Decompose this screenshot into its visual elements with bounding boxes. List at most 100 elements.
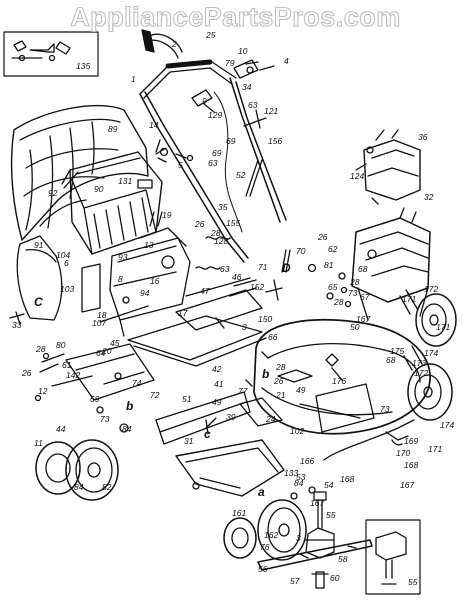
- part-label-12: 12: [38, 386, 48, 396]
- part-label-55-2: 55: [408, 577, 418, 587]
- rear-bracket: [109, 211, 191, 337]
- part-label-91: 91: [34, 240, 44, 250]
- part-label-9: 9: [202, 96, 207, 106]
- left-front-bracket: [39, 343, 155, 401]
- engine-lower: [351, 207, 431, 321]
- part-label-152: 152: [250, 282, 264, 292]
- part-label-6: 6: [64, 258, 69, 268]
- part-label-92: 92: [48, 188, 58, 198]
- part-label-64: 64: [96, 348, 106, 358]
- part-label-49-2: 49: [212, 397, 222, 407]
- part-label-51: 51: [182, 394, 192, 404]
- part-label-74: 74: [132, 378, 142, 388]
- part-label-93: 93: [118, 252, 128, 262]
- part-label-26: 26: [194, 219, 205, 229]
- part-label-102: 102: [290, 426, 304, 436]
- part-label-161: 161: [232, 508, 246, 518]
- part-label-65: 65: [328, 282, 338, 292]
- part-label-156: 156: [268, 136, 282, 146]
- front-left-wheel: [257, 499, 307, 561]
- rear-deflector: [9, 235, 101, 325]
- part-label-104: 104: [56, 250, 70, 260]
- part-label-63-3: 63: [248, 100, 258, 110]
- part-label-167-2: 167: [400, 480, 414, 490]
- part-label-69: 69: [212, 148, 222, 158]
- part-label-52: 52: [236, 170, 246, 180]
- part-label-60: 60: [330, 573, 340, 583]
- part-label-28-3: 28: [275, 362, 286, 372]
- part-label-73-2: 73: [348, 288, 358, 298]
- part-label-162: 162: [264, 530, 278, 540]
- part-label-89: 89: [108, 124, 118, 134]
- engine-upper: [355, 129, 421, 205]
- part-label-26-2: 26: [317, 232, 328, 242]
- part-label-18: 18: [97, 310, 107, 320]
- hub-cap-44: [35, 441, 81, 495]
- part-label-28-5: 28: [333, 297, 344, 307]
- part-label-133: 133: [284, 468, 298, 478]
- discharge-chute-upper: [155, 391, 251, 445]
- throttle-control: [191, 59, 275, 129]
- part-label-53: 53: [296, 472, 306, 482]
- part-label-172-2: 172: [414, 368, 428, 378]
- part-label-61: 61: [62, 360, 72, 370]
- part-label-24: 24: [265, 414, 276, 424]
- part-label-81: 81: [324, 260, 334, 270]
- part-label-128: 128: [214, 236, 228, 246]
- callout-c: c: [204, 427, 211, 441]
- part-label-34: 34: [242, 82, 252, 92]
- part-label-84-3: 84: [294, 478, 304, 488]
- part-label-174-2: 174: [440, 420, 454, 430]
- part-label-171: 171: [402, 294, 416, 304]
- part-label-28-4: 28: [349, 277, 360, 287]
- part-label-2: 2: [171, 39, 177, 49]
- part-label-129: 129: [208, 110, 222, 120]
- part-label-124: 124: [350, 171, 364, 181]
- part-label-41: 41: [214, 379, 224, 389]
- part-label-90: 90: [94, 184, 104, 194]
- part-label-50: 50: [350, 322, 360, 332]
- part-label-169: 169: [404, 436, 418, 446]
- inset-135-box: [3, 31, 99, 77]
- part-label-167: 167: [310, 498, 324, 508]
- part-label-77: 77: [238, 386, 248, 396]
- part-label-54: 54: [324, 480, 334, 490]
- part-label-35: 35: [218, 202, 228, 212]
- part-label-14: 14: [149, 120, 159, 130]
- blade: [257, 539, 373, 571]
- part-label-168: 168: [340, 474, 354, 484]
- blade-bolt: [311, 571, 329, 589]
- control-rod: [245, 159, 263, 197]
- part-label-67: 67: [360, 292, 370, 302]
- part-label-166: 166: [300, 456, 314, 466]
- part-label-172: 172: [424, 284, 438, 294]
- callout-D: D: [282, 261, 291, 275]
- part-label-1: 1: [131, 74, 136, 84]
- part-label-121: 121: [264, 106, 278, 116]
- part-label-28-2: 28: [210, 228, 221, 238]
- callout-a: a: [258, 485, 265, 499]
- part-label-173: 173: [412, 358, 426, 368]
- part-label-84-2: 84: [122, 424, 132, 434]
- part-label-42: 42: [212, 364, 222, 374]
- discharge-chute-lower: [175, 439, 285, 497]
- part-label-73: 73: [380, 404, 390, 414]
- hub-cap-161: [223, 517, 257, 559]
- part-label-16: 16: [150, 276, 160, 286]
- part-label-33: 33: [12, 320, 22, 330]
- part-label-135: 135: [76, 61, 90, 71]
- part-label-69-2: 69: [226, 136, 236, 146]
- part-label-103: 103: [60, 284, 74, 294]
- part-label-68: 68: [358, 264, 368, 274]
- part-label-71: 71: [258, 262, 268, 272]
- grass-bag: [10, 104, 149, 241]
- adjuster-link: [385, 431, 409, 446]
- part-label-5: 5: [178, 160, 183, 170]
- part-label-82: 82: [102, 482, 112, 492]
- torsion-spring: [205, 236, 231, 240]
- handle-bolts: [155, 139, 194, 163]
- part-label-49: 49: [296, 385, 306, 395]
